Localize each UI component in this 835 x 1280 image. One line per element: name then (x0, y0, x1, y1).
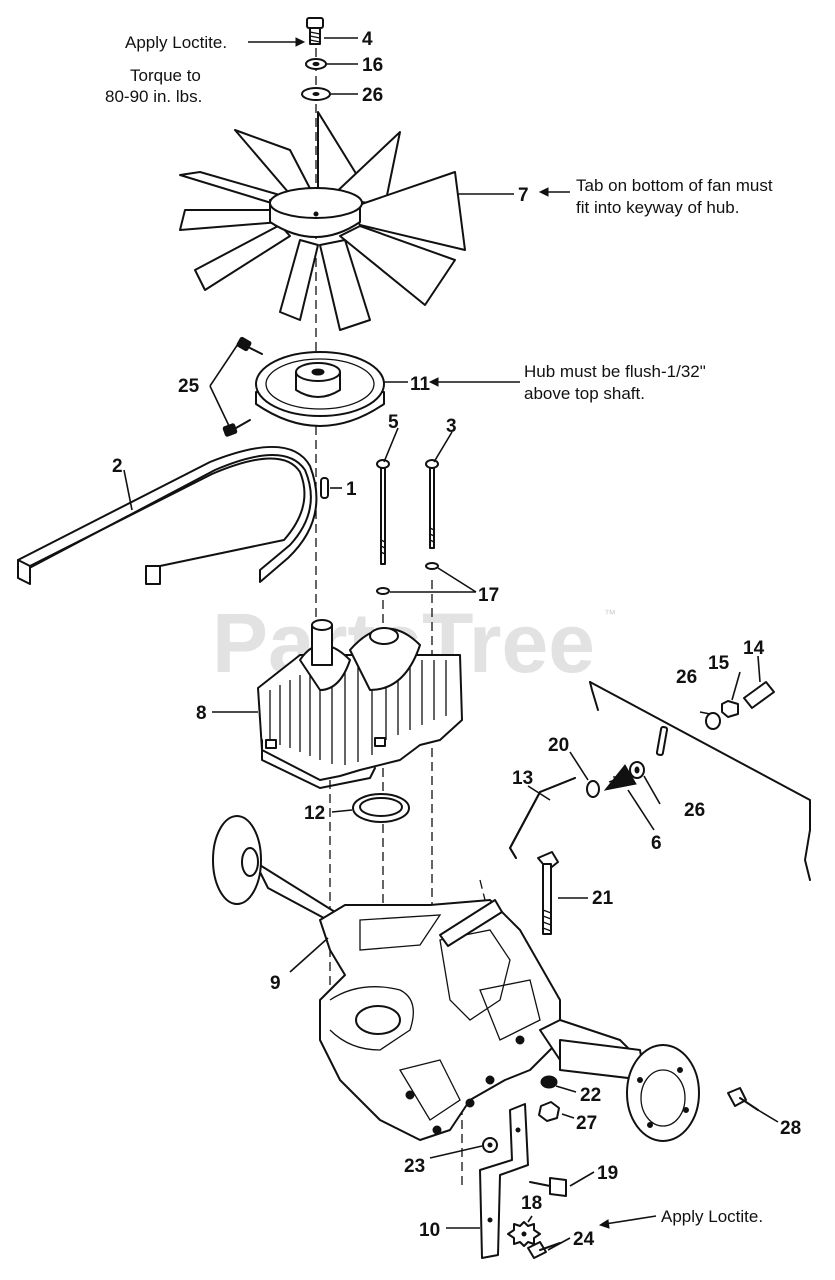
pin (655, 726, 669, 756)
bolt-3 (425, 459, 439, 549)
nut-26-side (629, 761, 645, 779)
bolt-4 (306, 17, 324, 45)
callout-15: 15 (708, 653, 730, 674)
hydro-pump-8 (257, 619, 463, 789)
lock-washer-16 (305, 58, 327, 70)
callout-16: 16 (362, 55, 383, 76)
callout-26-plate: 26 (676, 667, 697, 688)
bolt-24 (527, 1241, 561, 1259)
note-torque-line2: 80-90 in. lbs. (105, 87, 202, 106)
nut-27 (538, 1101, 560, 1122)
callout-17: 17 (478, 585, 499, 606)
callout-19: 19 (597, 1163, 618, 1184)
callout-12: 12 (304, 803, 325, 824)
washers-17 (376, 562, 439, 595)
callout-14: 14 (743, 638, 765, 659)
o-ring-12 (352, 793, 410, 823)
callout-numbers: 4 16 26 7 11 25 5 3 2 1 17 14 15 26 8 20… (112, 29, 801, 1250)
drive-belt-2 (17, 445, 318, 585)
callout-18: 18 (521, 1193, 542, 1214)
callout-26-top: 26 (362, 85, 383, 106)
callout-3: 3 (446, 416, 457, 437)
control-rod-13 (509, 777, 576, 859)
callout-1: 1 (346, 479, 357, 500)
callout-5: 5 (388, 412, 399, 433)
callout-21: 21 (592, 888, 614, 909)
callout-8: 8 (196, 703, 207, 724)
washer-23 (482, 1137, 498, 1153)
callout-23: 23 (404, 1156, 425, 1177)
watermark-trademark: ™ (604, 607, 616, 621)
transaxle-9 (212, 815, 700, 1142)
fan-7 (179, 111, 466, 331)
note-hub-line1: Hub must be flush-1/32" (524, 362, 706, 381)
callout-22: 22 (580, 1085, 601, 1106)
nut-22 (540, 1075, 558, 1089)
callout-7: 7 (518, 185, 529, 206)
washer-26-plate (705, 712, 721, 730)
note-torque-line1: Torque to (130, 66, 201, 85)
bolt-21 (537, 851, 559, 935)
callout-4: 4 (362, 29, 373, 50)
nut-15 (721, 700, 739, 718)
callout-27: 27 (576, 1113, 597, 1134)
callout-20: 20 (548, 735, 569, 756)
set-screws-25 (222, 336, 263, 437)
bracket-10 (479, 1103, 529, 1259)
note-fan-line2: fit into keyway of hub. (576, 198, 739, 217)
note-fan-line1: Tab on bottom of fan must (576, 176, 773, 195)
note-hub-line2: above top shaft. (524, 384, 645, 403)
flat-washer-26-top (301, 87, 331, 101)
callout-13: 13 (512, 768, 533, 789)
bolt-5 (376, 459, 390, 565)
callout-11: 11 (410, 374, 431, 395)
notes: Apply Loctite. Torque to 80-90 in. lbs. … (105, 33, 773, 1226)
note-apply-loctite-bottom: Apply Loctite. (661, 1207, 763, 1226)
leader-lines (123, 37, 779, 1251)
washer-20 (586, 780, 600, 798)
bolt-19 (529, 1177, 567, 1197)
callout-9: 9 (270, 973, 281, 994)
note-apply-loctite-top: Apply Loctite. (125, 33, 227, 52)
callout-10: 10 (419, 1220, 440, 1241)
callout-26-side: 26 (684, 800, 705, 821)
bolt-14 (743, 681, 775, 709)
bolt-28 (727, 1087, 759, 1111)
callout-2: 2 (112, 456, 123, 477)
star-washer-18 (507, 1221, 541, 1247)
callout-6: 6 (651, 833, 662, 854)
frame-plate (589, 681, 811, 881)
pulley-11 (255, 351, 385, 427)
callout-25: 25 (178, 376, 200, 397)
key-1 (320, 477, 329, 499)
callout-24: 24 (573, 1229, 595, 1250)
callout-28: 28 (780, 1118, 801, 1139)
